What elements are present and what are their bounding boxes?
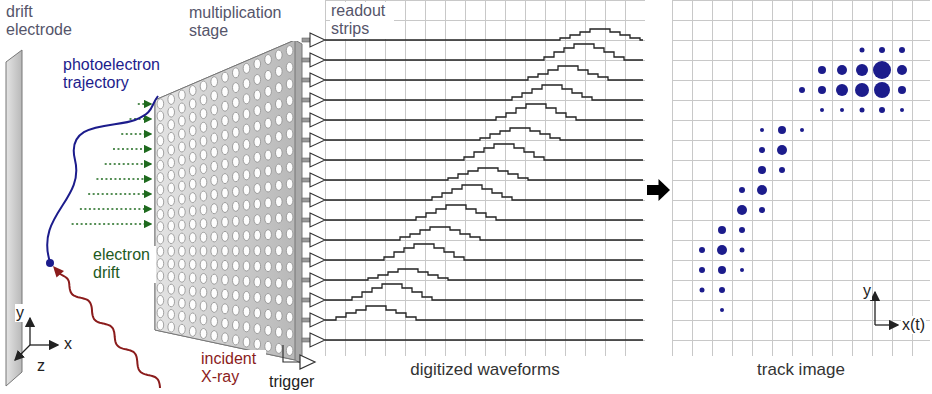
track-pixel [759,207,765,213]
trigger-amplifier [300,355,315,369]
waveform-trace [325,104,643,120]
track-pixel [856,64,868,76]
trajectory-label: photoelectron trajectory [62,56,168,93]
panel-grid [325,0,645,356]
plate-side [155,40,302,364]
track-pixel [799,87,805,93]
multiplication-plate [155,40,295,360]
panel-caption: track image [672,360,930,380]
conversion-point [46,259,54,267]
photoelectron-trajectory [47,96,158,262]
track-pixel [740,268,744,272]
track-pixel [778,126,786,134]
track-pixel [860,48,865,53]
track-pixel [818,66,826,74]
track-pixel [840,108,844,112]
trigger-wire [283,345,300,362]
drift-electrode-plate [6,50,22,386]
electrode-label: drift electrode [5,3,77,40]
track-pixel [874,82,890,98]
electron-drift-arrows [72,104,151,224]
waveform-trace [325,44,643,60]
waveform-panel: digitized waveforms [325,0,645,380]
xray-wave [58,272,160,388]
xray-arrowhead [53,266,64,278]
strips-label: readout strips [330,2,394,39]
track-pixel [860,108,865,113]
track-pixel [837,65,847,75]
waveform-trace [325,284,643,300]
track-pixel [739,187,745,193]
track-pixel [740,248,745,253]
axis-label: z [36,357,46,375]
stage-label: multiplication stage [188,4,300,41]
track-pixel [818,86,826,94]
track-pixel [879,107,885,113]
waveform-trace [325,306,643,320]
axis-label: x [63,335,73,353]
axes-triad [15,318,58,360]
xray-label: incident X-ray [200,350,266,387]
track-pixel [758,166,766,174]
track-pixel [759,147,765,153]
track-pixel [900,108,904,112]
waveform-trace [325,168,643,180]
track-pixel [760,128,764,132]
axis-label: x(t) [901,316,926,334]
track-pixel [718,266,726,274]
trigger-label: trigger [268,373,315,391]
axis-label: y [862,282,872,300]
readout-amplifiers [302,33,325,347]
track-pixel [855,83,869,97]
waveform-trace [325,66,643,80]
waveform-trace [325,128,643,140]
track-pixel [779,167,785,173]
track-pixel [820,108,824,112]
track-pixel [699,267,705,273]
track-pixel [699,247,705,253]
track-image-panel: track image [672,0,930,380]
track-pixel [777,145,787,155]
track-pixel [717,245,727,255]
track-pixel [720,308,724,312]
waveform-trace [325,205,643,220]
plate-holes [157,46,293,356]
axis-label: y [15,304,25,322]
track-pixel [700,288,705,293]
track-pixel [897,65,907,75]
track-pixel [757,185,767,195]
waveform-trace [325,244,643,260]
track-pixel [739,227,745,233]
track-pixel [718,226,726,234]
panel-caption: digitized waveforms [325,360,645,380]
waveform-trace [325,269,643,280]
track-pixel [737,205,747,215]
track-pixel [879,47,885,53]
waveform-trace [325,185,643,200]
waveform-trace [325,144,643,160]
track-pixel [873,61,891,79]
track-axes [875,292,898,325]
track-pixel [719,287,725,293]
panel-grid [672,0,930,356]
drift-label: electron drift [92,246,156,283]
waveform-trace [325,339,643,340]
track-pixel [800,128,804,132]
flow-arrow [647,179,670,201]
waveform-trace [325,227,643,240]
track-pixel [898,86,906,94]
waveform-trace [325,85,643,100]
track-pixel [899,47,905,53]
track-pixel [836,84,848,96]
